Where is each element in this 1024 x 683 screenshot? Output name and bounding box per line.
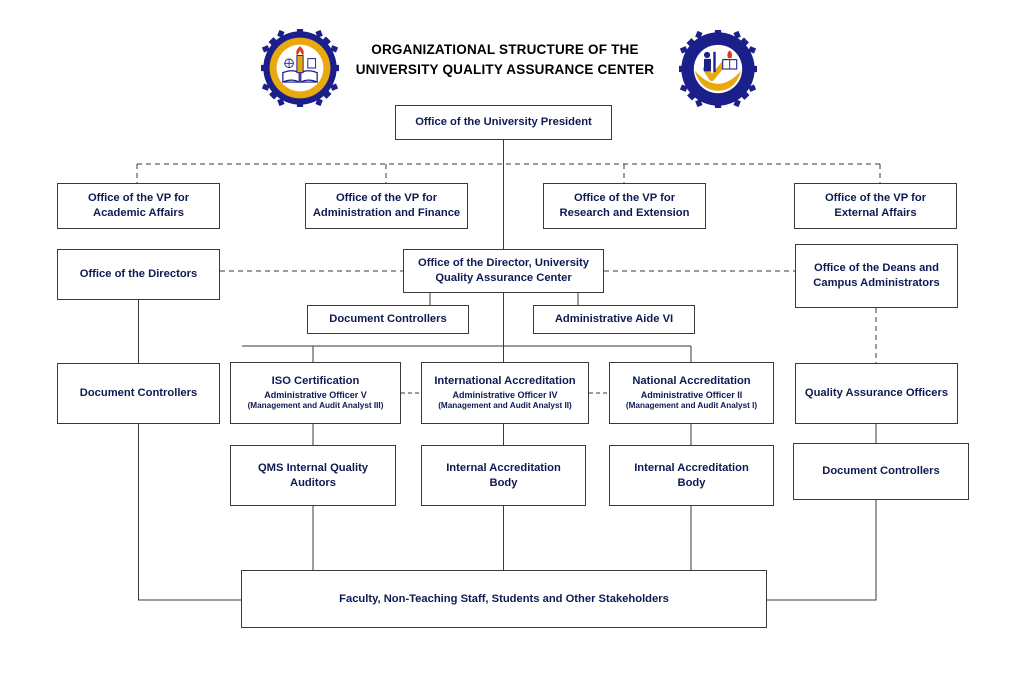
node-internal-accreditation-body-2[interactable]: Internal Accreditation Body — [609, 445, 774, 506]
node-label-parenthetical: (Management and Audit Analyst I) — [625, 401, 758, 411]
page-title-line2: UNIVERSITY QUALITY ASSURANCE CENTER — [355, 61, 655, 77]
page-title: ORGANIZATIONAL STRUCTURE OF THE UNIVERSI… — [340, 40, 670, 79]
node-office-vp-research-and-extension[interactable]: Office of the VP for Research and Extens… — [543, 183, 706, 229]
node-office-vp-administration-and-finance[interactable]: Office of the VP for Administration and … — [305, 183, 468, 229]
page-title-line1: ORGANIZATIONAL STRUCTURE OF THE — [371, 42, 639, 57]
node-label-parenthetical: (Management and Audit Analyst III) — [247, 401, 384, 411]
node-label: Document Controllers — [79, 387, 198, 400]
node-label-line2: Research and Extension — [559, 207, 690, 219]
node-label-title: ISO Certification — [271, 374, 360, 387]
node-label: Document Controllers — [329, 313, 447, 326]
node-office-vp-academic-affairs[interactable]: Office of the VP for Academic Affairs — [57, 183, 220, 229]
node-document-controllers-center[interactable]: Document Controllers — [307, 305, 469, 334]
node-label-line2: External Affairs — [834, 207, 917, 219]
node-national-accreditation[interactable]: National Accreditation Administrative Of… — [609, 362, 774, 424]
node-label-line1: QMS Internal Quality — [257, 461, 369, 474]
university-seal-left-icon — [261, 29, 339, 107]
node-office-of-the-university-president[interactable]: Office of the University President — [395, 105, 612, 140]
node-qms-internal-quality-auditors[interactable]: QMS Internal Quality Auditors — [230, 445, 396, 506]
node-label-line2: Body — [489, 476, 518, 489]
node-internal-accreditation-body-1[interactable]: Internal Accreditation Body — [421, 445, 586, 506]
node-label-title: National Accreditation — [632, 374, 751, 387]
edge-doc-controllers-left-to-stakeholders — [137, 424, 241, 601]
edge-doc-controllers-right-to-stakeholders — [766, 500, 877, 601]
node-label-line2: Academic Affairs — [93, 207, 184, 219]
node-label-line2: Body — [677, 476, 706, 489]
node-label-line1: Office of the Director, University — [418, 257, 589, 270]
node-quality-assurance-officers[interactable]: Quality Assurance Officers — [795, 363, 958, 424]
node-document-controllers-left[interactable]: Document Controllers — [57, 363, 220, 424]
node-label-line1: Internal Accreditation — [446, 461, 561, 474]
node-label-line1: Office of the VP for — [573, 192, 676, 205]
node-faculty-staff-students-stakeholders[interactable]: Faculty, Non-Teaching Staff, Students an… — [241, 570, 767, 628]
node-label-role: Administrative Officer II — [640, 389, 743, 400]
node-office-of-the-director-uqac[interactable]: Office of the Director, University Quali… — [403, 249, 604, 293]
node-label-line2: Quality Assurance Center — [435, 272, 572, 284]
node-office-vp-external-affairs[interactable]: Office of the VP for External Affairs — [794, 183, 957, 229]
node-label-line1: Office of the VP for — [87, 192, 190, 205]
node-label-line1: Office of the Deans and — [814, 262, 939, 275]
node-label-line2: Campus Administrators — [813, 277, 940, 289]
node-office-of-the-directors[interactable]: Office of the Directors — [57, 249, 220, 300]
node-label: Administrative Aide VI — [554, 313, 674, 326]
node-international-accreditation[interactable]: International Accreditation Administrati… — [421, 362, 589, 424]
node-label-line1: Office of the VP for — [824, 192, 927, 205]
node-label-line1: Internal Accreditation — [634, 461, 749, 474]
node-label-line2: Auditors — [290, 476, 336, 489]
node-iso-certification[interactable]: ISO Certification Administrative Officer… — [230, 362, 401, 424]
node-label: Office of the University President — [415, 116, 592, 129]
university-seal-right-icon — [679, 30, 757, 108]
node-label-role: Administrative Officer V — [264, 389, 367, 400]
node-label: Office of the Directors — [79, 268, 198, 281]
node-label-line1: Office of the VP for — [335, 192, 438, 205]
node-label: Quality Assurance Officers — [804, 387, 949, 400]
node-label: Document Controllers — [822, 465, 940, 478]
node-label-title: International Accreditation — [434, 374, 576, 387]
node-administrative-aide-vi[interactable]: Administrative Aide VI — [533, 305, 695, 334]
node-label: Faculty, Non-Teaching Staff, Students an… — [339, 592, 669, 605]
node-office-of-the-deans-and-campus-administrators[interactable]: Office of the Deans and Campus Administr… — [795, 244, 958, 308]
node-label-line2: Administration and Finance — [312, 207, 461, 219]
node-document-controllers-right[interactable]: Document Controllers — [793, 443, 969, 500]
node-label-role: Administrative Officer IV — [452, 389, 558, 400]
node-label-parenthetical: (Management and Audit Analyst II) — [438, 401, 572, 411]
